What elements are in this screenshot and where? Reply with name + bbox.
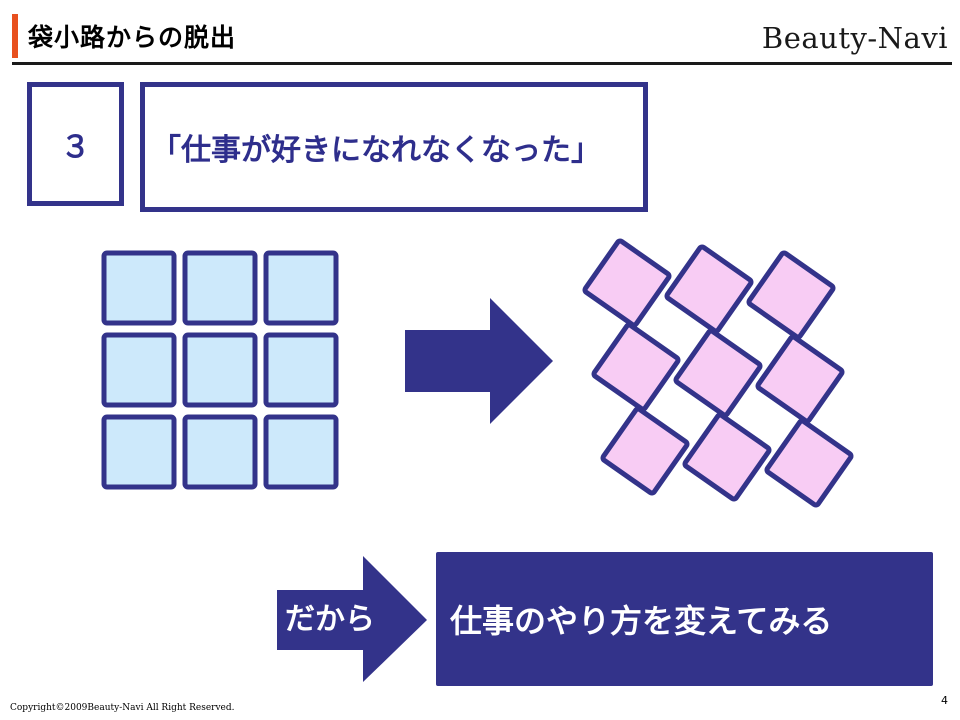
header-divider [12, 62, 952, 65]
brand-logo: Beauty-Navi [761, 21, 948, 55]
copyright-notice: Copyright©2009Beauty-Navi All Right Rese… [10, 703, 235, 713]
slide-title: 袋小路からの脱出 [28, 23, 237, 52]
action-box: 仕事のやり方を変えてみる [436, 552, 933, 686]
point-number: ３ [60, 130, 91, 165]
title-accent-bar [12, 14, 18, 58]
connector-label: だから [285, 602, 375, 637]
action-text: 仕事のやり方を変えてみる [450, 602, 833, 640]
headline-box: 「仕事が好きになれなくなった」 [140, 82, 648, 212]
point-number-box: ３ [27, 82, 124, 206]
headline-text: 「仕事が好きになれなくなった」 [151, 133, 601, 168]
page-number: 4 [941, 694, 948, 707]
